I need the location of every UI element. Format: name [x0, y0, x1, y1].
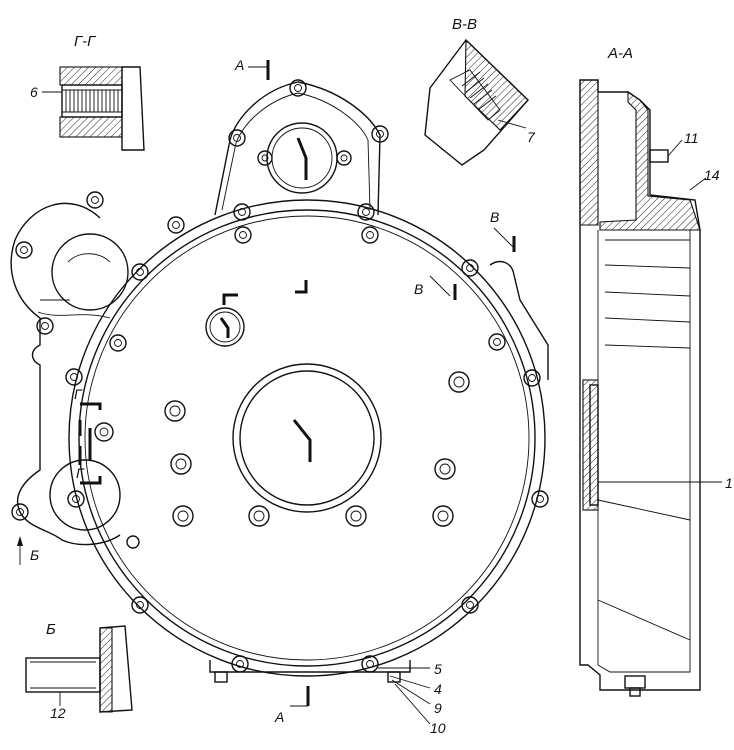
flange-bolt-holes	[65, 203, 549, 673]
callout-7: 7	[527, 129, 536, 145]
callout-6: 6	[30, 84, 38, 100]
cut-mark-v-lower: В	[414, 281, 423, 297]
tower-bore	[266, 122, 338, 194]
inspection-hole	[205, 307, 245, 347]
callout-14: 14	[704, 167, 720, 183]
section-label-g-g: Г-Г	[74, 33, 97, 50]
cut-mark-b-arrow: Б	[30, 547, 39, 563]
cut-mark-v-upper: В	[490, 209, 499, 225]
section-label-b: Б	[46, 621, 56, 638]
callout-10: 10	[430, 720, 446, 736]
section-label-v-v: В-В	[452, 16, 477, 33]
callout-1: 1	[725, 475, 733, 491]
callout-11: 11	[684, 130, 699, 146]
section-label-a-a: А-А	[607, 45, 633, 62]
section-v-v	[424, 38, 529, 166]
cut-mark-g-lower: Г	[76, 465, 85, 481]
cut-mark-a-bottom: А	[274, 709, 284, 725]
view-b	[25, 625, 133, 713]
lower-gear-bore	[49, 459, 121, 531]
labels: Г-Г В-В А-А Б А А В В Г Г Б 1 4 5 6 7 9 …	[30, 16, 733, 736]
callout-4: 4	[434, 681, 442, 697]
main-housing-view	[10, 60, 549, 725]
callout-12: 12	[50, 705, 66, 721]
callout-9: 9	[434, 700, 442, 716]
tower-cut-mark	[296, 137, 308, 180]
section-g-g	[42, 66, 145, 151]
inner-bolt-holes	[164, 371, 470, 527]
upper-gear-bore	[51, 233, 129, 311]
left-gear-cover	[10, 202, 121, 546]
cut-mark-a-top: А	[234, 57, 244, 73]
housing-outer-flange	[68, 199, 546, 677]
top-tower	[214, 81, 381, 216]
central-bore	[232, 363, 382, 513]
callout-5: 5	[434, 661, 442, 677]
cut-mark-g-upper: Г	[74, 386, 83, 402]
section-a-a	[579, 79, 722, 697]
